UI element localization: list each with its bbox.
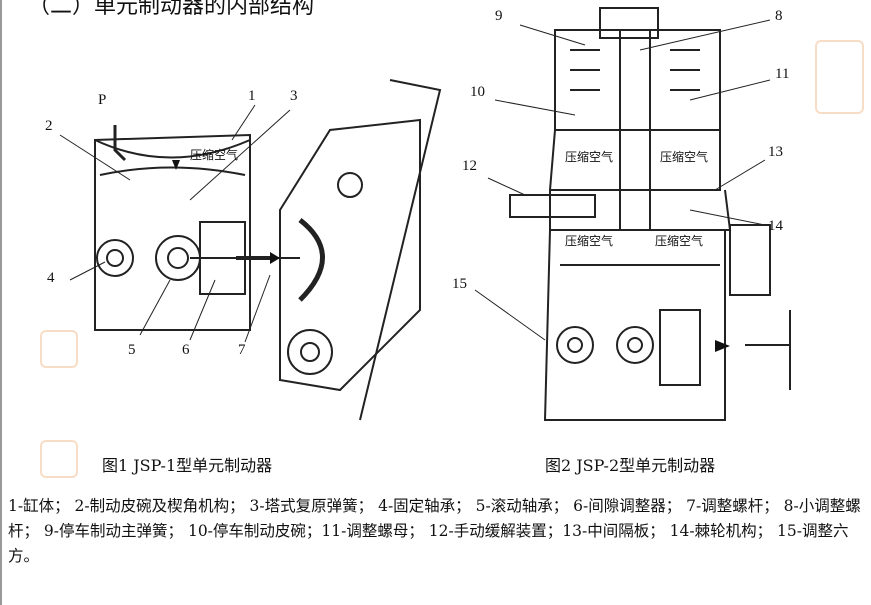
label-11: 11 (775, 66, 790, 82)
label-6: 6 (182, 342, 190, 358)
label-14: 14 (768, 218, 783, 234)
section-heading: （二）单元制动器的内部结构 (28, 0, 315, 19)
watermark-seal (40, 330, 78, 368)
label-15: 15 (452, 276, 467, 292)
air-text: 压缩空气 (190, 148, 239, 162)
label-10: 10 (470, 84, 485, 100)
page-border (0, 0, 2, 605)
label-1: 1 (248, 88, 256, 104)
label-13: 13 (768, 144, 783, 160)
parts-legend: 1-缸体； 2-制动皮碗及楔角机构； 3-塔式复原弹簧； 4-固定轴承； 5-滚… (8, 497, 861, 565)
arrow-icon (270, 252, 280, 264)
label-12: 12 (462, 158, 477, 174)
figure2-caption: 图2 JSP-2型单元制动器 (545, 456, 716, 475)
label-4: 4 (47, 270, 55, 286)
figure1-drawing (94, 79, 442, 421)
arrow-icon (172, 160, 180, 170)
arrow-icon (715, 340, 730, 352)
air-text: 压缩空气 (565, 234, 614, 248)
label-9: 9 (495, 8, 503, 24)
watermark-seal (815, 40, 864, 114)
label-P: P (98, 92, 107, 108)
figure2-drawing (509, 7, 791, 421)
figure1-caption: 图1 JSP-1型单元制动器 (102, 456, 273, 475)
air-text: 压缩空气 (660, 150, 709, 164)
label-2: 2 (45, 118, 53, 134)
label-3: 3 (290, 88, 298, 104)
label-5: 5 (128, 342, 136, 358)
air-text: 压缩空气 (655, 234, 704, 248)
label-8: 8 (775, 8, 783, 24)
watermark-seal (40, 440, 78, 478)
label-7: 7 (238, 342, 246, 358)
leader-lines (59, 19, 771, 343)
air-text: 压缩空气 (565, 150, 614, 164)
